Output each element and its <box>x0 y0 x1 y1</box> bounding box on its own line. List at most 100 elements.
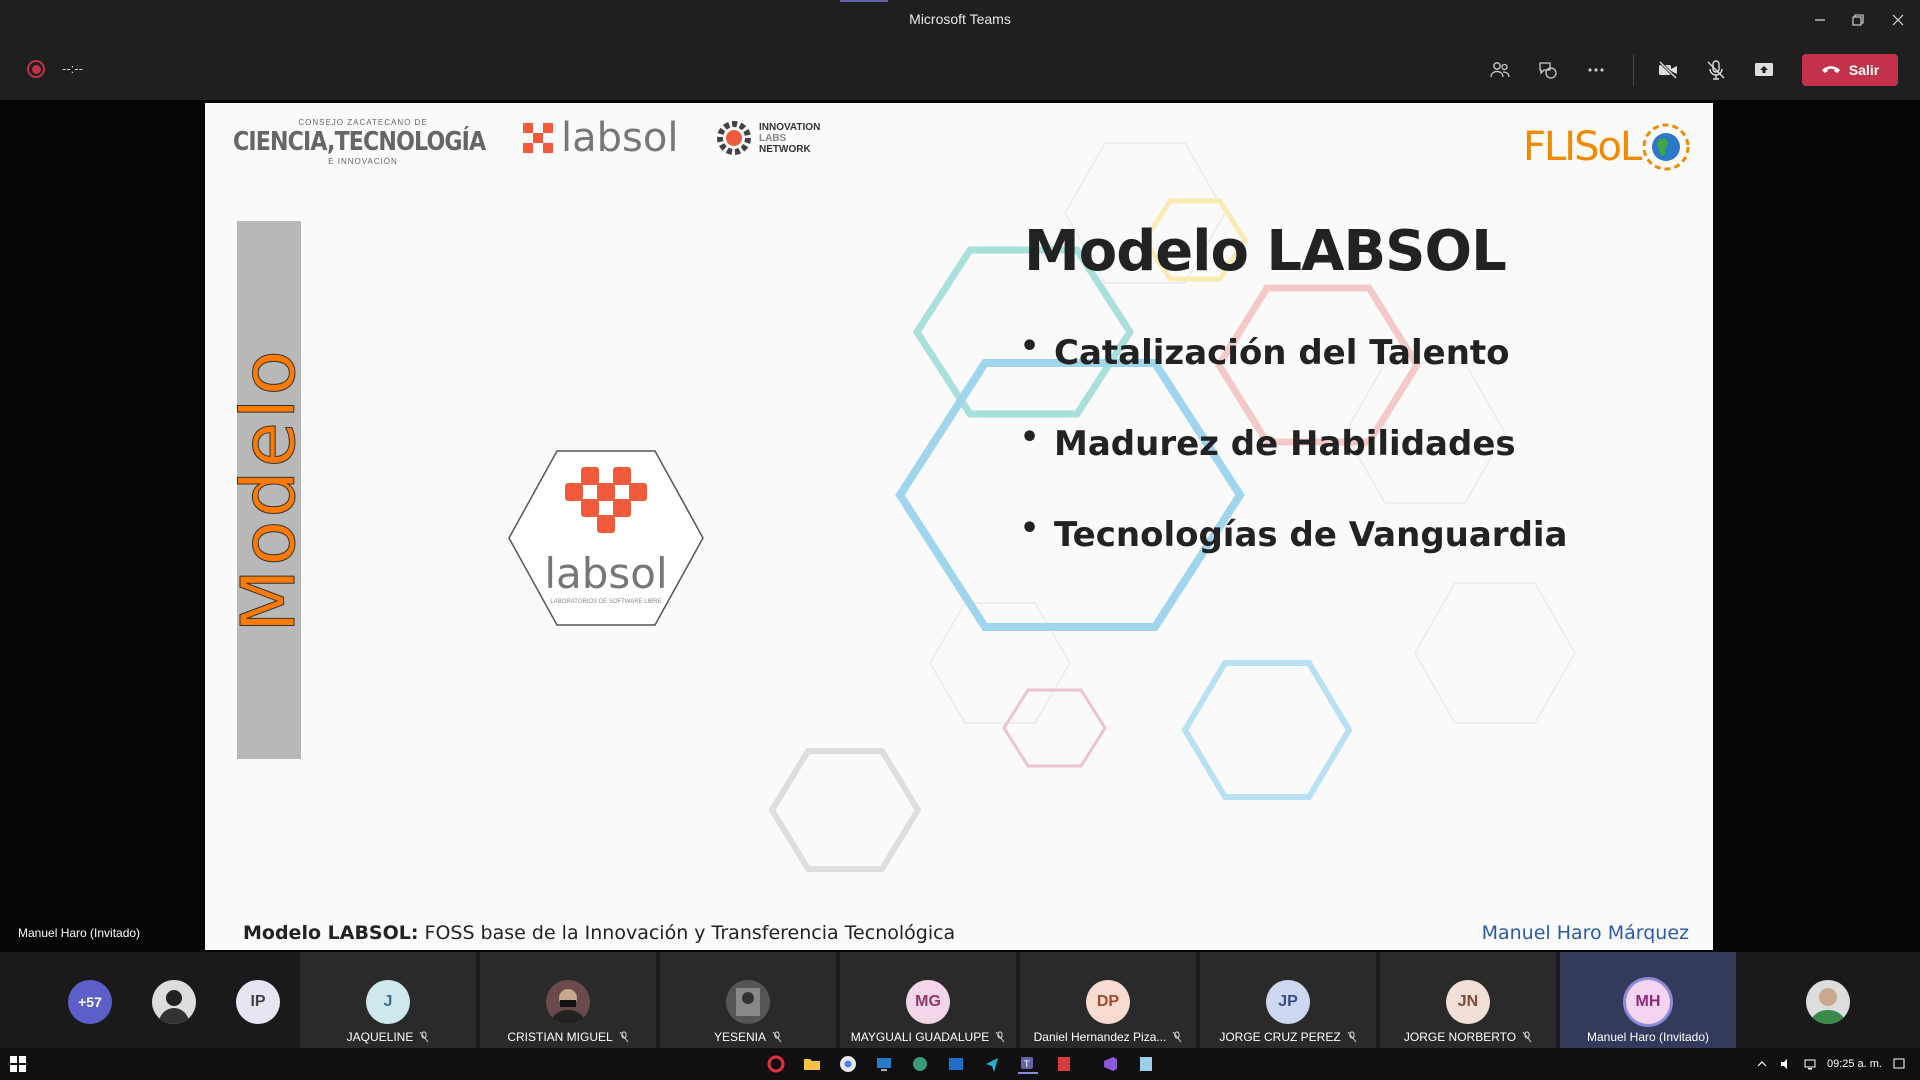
hangup-icon <box>1821 66 1840 73</box>
participant-photo <box>726 980 770 1024</box>
volume-icon <box>1780 1059 1787 1069</box>
microphone-button[interactable] <box>1699 54 1733 86</box>
taskbar-app-teams[interactable]: T <box>1018 1054 1038 1074</box>
participant-name: CRISTIAN MIGUEL <box>507 1030 613 1044</box>
taskbar-app-vs[interactable] <box>1100 1054 1120 1074</box>
participant-tile[interactable]: IP <box>230 952 286 1048</box>
close-button[interactable] <box>1880 6 1916 34</box>
taskbar-app-notes[interactable] <box>1136 1054 1156 1074</box>
restore-icon <box>1852 14 1864 26</box>
participant-tile-self[interactable]: MH Manuel Haro (Invitado) <box>1560 952 1736 1048</box>
taskbar-app-photos[interactable] <box>946 1054 966 1074</box>
restore-button[interactable] <box>1840 6 1876 34</box>
slide-footer: Modelo LABSOL: FOSS base de la Innovació… <box>243 922 955 944</box>
taskbar-app-opera[interactable] <box>766 1054 786 1074</box>
camera-button[interactable] <box>1651 54 1685 86</box>
participant-tile[interactable]: CRISTIAN MIGUEL <box>480 952 656 1048</box>
presenter-label: Manuel Haro (Invitado) <box>18 926 141 940</box>
participant-tile[interactable]: DP Daniel Hernandez Piza... <box>1020 952 1196 1048</box>
participant-tile[interactable] <box>1800 952 1856 1048</box>
czt-logo: CONSEJO ZACATECANO DE CIENCIA,TECNOLOGÍA… <box>233 118 503 166</box>
participant-avatar: MH <box>1626 980 1670 1024</box>
participants-strip: +57 IP J JAQUELINE CRISTIAN MIGUEL YESEN… <box>0 952 1920 1048</box>
title-bar: Microsoft Teams <box>0 0 1920 40</box>
side-label-bar: Modelo <box>226 221 313 759</box>
start-button[interactable] <box>8 1054 28 1074</box>
slide-title: Modelo LABSOL <box>1024 219 1507 284</box>
taskbar-app-remote[interactable] <box>874 1054 894 1074</box>
participant-tile[interactable]: JN JORGE NORBERTO <box>1380 952 1556 1048</box>
participant-tile[interactable]: J JAQUELINE <box>300 952 476 1048</box>
app-icon <box>913 1057 927 1071</box>
more-icon <box>1588 68 1604 72</box>
taskbar-app-explorer[interactable] <box>802 1054 822 1074</box>
participant-tile[interactable] <box>146 952 202 1048</box>
bullet-item: Madurez de Habilidades <box>1020 420 1568 515</box>
participant-photo <box>152 980 196 1024</box>
toolbar-divider <box>1633 54 1634 86</box>
minimize-button[interactable] <box>1802 6 1838 34</box>
more-actions-button[interactable] <box>1579 54 1613 86</box>
mic-muted-icon <box>772 1031 782 1043</box>
participant-tile[interactable]: MG MAYGUALI GUADALUPE <box>840 952 1016 1048</box>
flisol-logo-text: FLISoL <box>1523 124 1642 170</box>
participant-name: JORGE NORBERTO <box>1403 1030 1517 1044</box>
czt-logo-sub-text: E INNOVACIÓN <box>328 157 398 166</box>
mic-muted-icon <box>995 1031 1005 1043</box>
iln-line-3: NETWORK <box>759 143 811 155</box>
participant-photo <box>1806 980 1850 1024</box>
participant-name: MAYGUALI GUADALUPE <box>850 1030 990 1044</box>
participant-tile[interactable]: JP JORGE CRUZ PEREZ <box>1200 952 1376 1048</box>
participant-name: JORGE CRUZ PEREZ <box>1219 1030 1341 1044</box>
labsol-hexagon-icon <box>508 450 704 626</box>
participant-avatar: JP <box>1266 980 1310 1024</box>
slide-author: Manuel Haro Márquez <box>1481 922 1689 944</box>
folder-icon <box>804 1059 820 1070</box>
globe-icon <box>1642 123 1690 171</box>
footer-text: FOSS base de la Innovación y Transferenc… <box>424 922 956 944</box>
participant-avatar: MG <box>906 980 950 1024</box>
bullet-item: Tecnologías de Vanguardia <box>1020 511 1568 606</box>
minimize-icon <box>1815 19 1825 21</box>
chat-button[interactable] <box>1531 54 1565 86</box>
shared-slide: CONSEJO ZACATECANO DE CIENCIA,TECNOLOGÍA… <box>205 103 1713 950</box>
microphone-off-icon <box>1707 60 1725 80</box>
os-taskbar: T 09:25 a. m. <box>0 1048 1920 1080</box>
title-accent <box>840 0 888 2</box>
overflow-count: +57 <box>68 980 112 1024</box>
iln-line-1: INNOVATION <box>759 121 821 133</box>
clock[interactable]: 09:25 a. m. <box>1826 1058 1882 1070</box>
share-screen-icon <box>1755 63 1773 76</box>
svg-text:T: T <box>1023 1060 1030 1070</box>
recording-icon <box>27 60 45 78</box>
taskbar-app-pdf[interactable] <box>1054 1054 1074 1074</box>
participant-name: JAQUELINE <box>346 1030 414 1044</box>
participants-button[interactable] <box>1483 54 1517 86</box>
opera-icon <box>767 1055 785 1073</box>
meeting-stage: CONSEJO ZACATECANO DE CIENCIA,TECNOLOGÍA… <box>0 100 1920 952</box>
network-icon <box>1804 1059 1816 1070</box>
leave-button[interactable]: Salir <box>1802 54 1898 86</box>
taskbar-app-send[interactable] <box>982 1054 1002 1074</box>
overflow-participants[interactable]: +57 <box>62 952 118 1048</box>
close-icon <box>1892 14 1904 26</box>
side-label: Modelo <box>226 347 313 633</box>
chat-icon <box>1539 62 1557 79</box>
chevron-up-icon <box>1757 1061 1767 1067</box>
bullet-list: Catalización del Talento Madurez de Habi… <box>1020 329 1568 606</box>
notes-icon <box>1140 1057 1152 1071</box>
footer-bold: Modelo LABSOL: <box>243 922 419 944</box>
leave-label: Salir <box>1848 62 1880 78</box>
visual-studio-icon <box>1104 1057 1117 1071</box>
participant-tile[interactable]: YESENIA <box>660 952 836 1048</box>
mic-muted-icon <box>619 1031 629 1043</box>
chrome-icon <box>840 1056 856 1072</box>
bullet-item: Catalización del Talento <box>1020 329 1568 424</box>
participant-name: YESENIA <box>713 1030 767 1044</box>
share-button[interactable] <box>1747 54 1781 86</box>
taskbar-app-chrome[interactable] <box>838 1054 858 1074</box>
taskbar-app-vm[interactable] <box>910 1054 930 1074</box>
innovation-labs-logo: INNOVATION LABS NETWORK <box>713 117 820 159</box>
meeting-timer: --:-- <box>62 61 83 76</box>
czt-logo-top-text: CONSEJO ZACATECANO DE <box>298 118 428 127</box>
